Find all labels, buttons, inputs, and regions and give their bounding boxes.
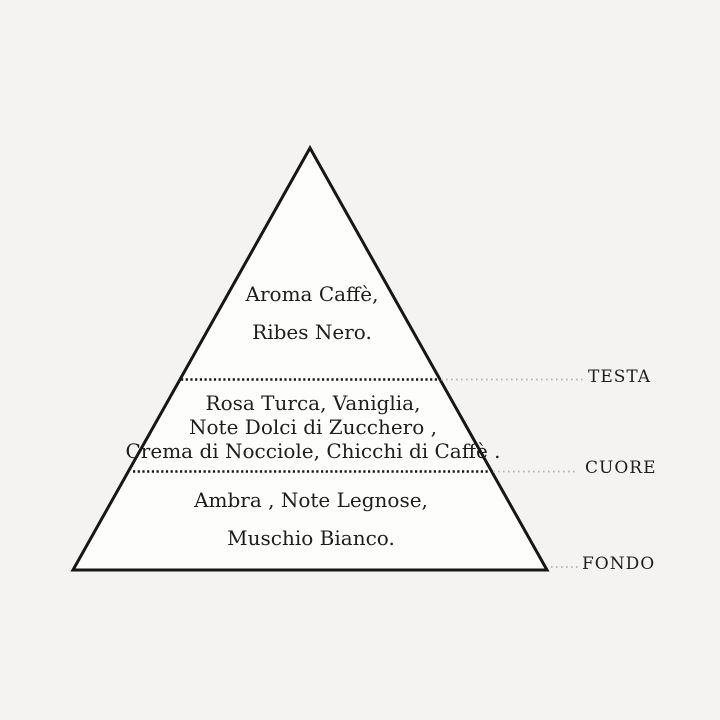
pyramid-triangle <box>70 144 550 572</box>
heart-notes-text: Rosa Turca, Vaniglia, Note Dolci di Zucc… <box>126 391 501 463</box>
note-line: Aroma Caffè, <box>245 282 379 306</box>
note-line: Ambra , Note Legnose, <box>194 488 428 512</box>
note-line: Muschio Bianco. <box>227 526 395 550</box>
note-line: Note Dolci di Zucchero , <box>189 415 437 439</box>
note-line: Crema di Nocciole, Chicchi di Caffè . <box>125 439 501 463</box>
top-notes-text: Aroma Caffè, Ribes Nero. <box>246 275 379 351</box>
note-line: Ribes Nero. <box>252 320 372 344</box>
tier-label-fondo: FONDO <box>582 554 656 574</box>
base-notes-text: Ambra , Note Legnose, Muschio Bianco. <box>194 481 428 557</box>
note-line: Rosa Turca, Vaniglia, <box>205 391 421 415</box>
tier-label-testa: TESTA <box>588 367 652 387</box>
tier-label-cuore: CUORE <box>585 458 657 478</box>
